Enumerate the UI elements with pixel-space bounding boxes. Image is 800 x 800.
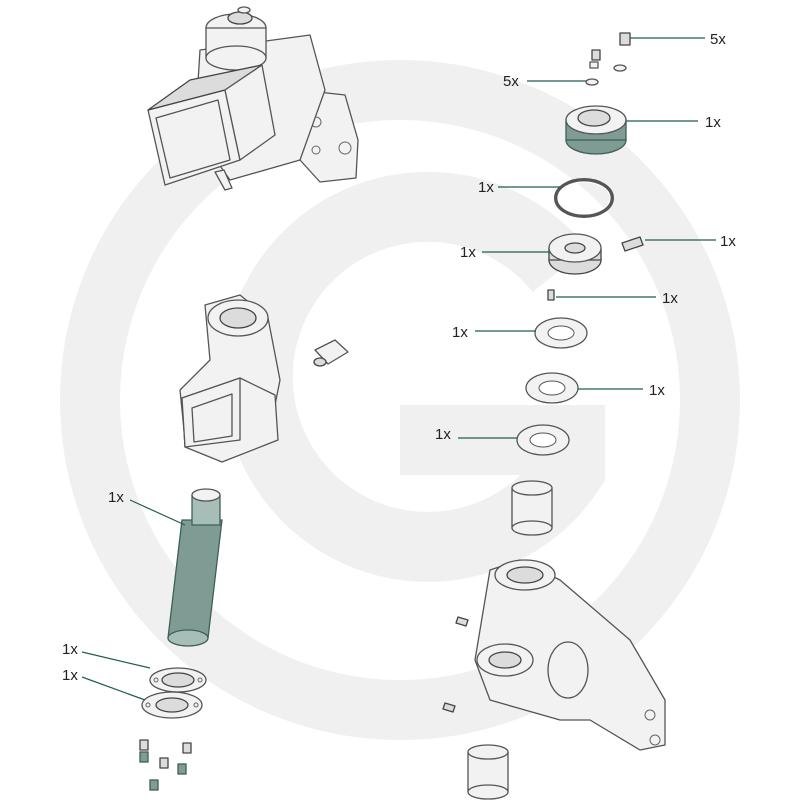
swing-arm [474,559,666,751]
qty-pivot-pin: 1x [108,489,124,506]
washer-1 [534,317,588,349]
quantity-labels: 5x 5x 1x 1x 1x 1x 1x 1x 1x 1x 1x 1x 1x [62,31,736,684]
flange-plate-bottom [141,691,203,719]
qty-grub-screw: 1x [662,290,678,307]
o-ring [554,178,614,218]
qty-washer-3: 1x [435,426,451,443]
flange-plate-top [149,667,207,693]
qty-flange-bottom: 1x [62,667,78,684]
bushing-bottom [467,744,509,800]
qty-clamp-bolt: 1x [720,233,736,250]
washer-3 [516,424,570,456]
pivot-pin [167,488,223,647]
clamp-bolt [621,236,644,252]
qty-cap-screw: 5x [710,31,726,48]
qty-o-ring: 1x [478,179,494,196]
bearing-cap [565,105,627,155]
clamp-nut [548,233,602,275]
qty-washer-small: 5x [503,73,519,90]
flange-bolts [139,739,192,791]
washer-2 [525,372,579,404]
washer-small [585,64,627,86]
leader-lines [81,37,716,701]
cap-screw-top [589,32,631,69]
bushing-top [511,480,553,536]
bracket-bolt [313,339,349,367]
qty-bearing-cap: 1x [705,114,721,131]
qty-washer-1: 1x [452,324,468,341]
qty-flange-top: 1x [62,641,78,658]
qty-clamp-nut: 1x [460,244,476,261]
qty-washer-2: 1x [649,382,665,399]
grub-screw [547,289,555,301]
hitch-assembly-top [147,6,359,191]
grease-nipple [442,616,469,713]
square-tube-bracket [179,294,281,463]
